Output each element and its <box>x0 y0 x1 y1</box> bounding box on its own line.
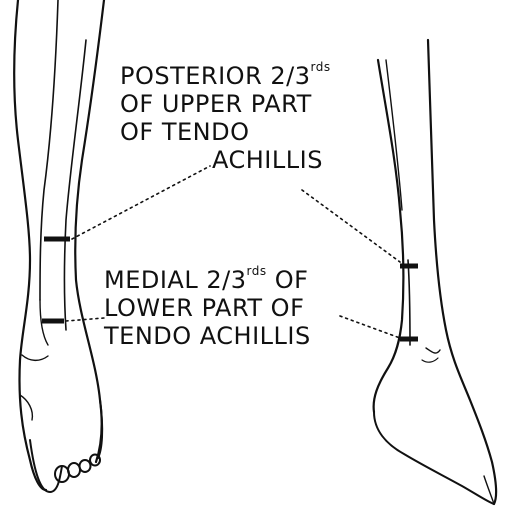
left-leg-outline <box>14 0 104 490</box>
leader-upper-left <box>72 166 210 239</box>
lower-label-line-2: LOWER PART OF <box>104 294 311 322</box>
leader-lower-left <box>66 318 104 321</box>
lower-label-of: OF <box>275 266 309 294</box>
upper-label-line-1: POSTERIOR 2/3rds <box>120 62 331 90</box>
upper-label: POSTERIOR 2/3rds OF UPPER PART OF TENDO … <box>120 62 331 174</box>
leader-lower-right <box>340 316 400 338</box>
leader-upper-right <box>302 190 400 262</box>
upper-label-superscript: rds <box>311 60 331 74</box>
left-foot <box>30 400 102 492</box>
right-leg-outline <box>374 40 497 504</box>
upper-label-fraction: POSTERIOR 2/3 <box>120 62 311 90</box>
lower-label-line-3: TENDO ACHILLIS <box>104 322 311 350</box>
upper-label-line-2: OF UPPER PART <box>120 90 331 118</box>
lower-label: MEDIAL 2/3rds OF LOWER PART OF TENDO ACH… <box>104 266 311 350</box>
upper-label-line-4: ACHILLIS <box>120 146 331 174</box>
lower-label-superscript: rds <box>246 264 266 278</box>
right-foot <box>374 412 494 504</box>
lower-label-fraction: MEDIAL 2/3 <box>104 266 246 294</box>
lower-label-line-1: MEDIAL 2/3rds OF <box>104 266 311 294</box>
upper-label-line-3: OF TENDO <box>120 118 331 146</box>
